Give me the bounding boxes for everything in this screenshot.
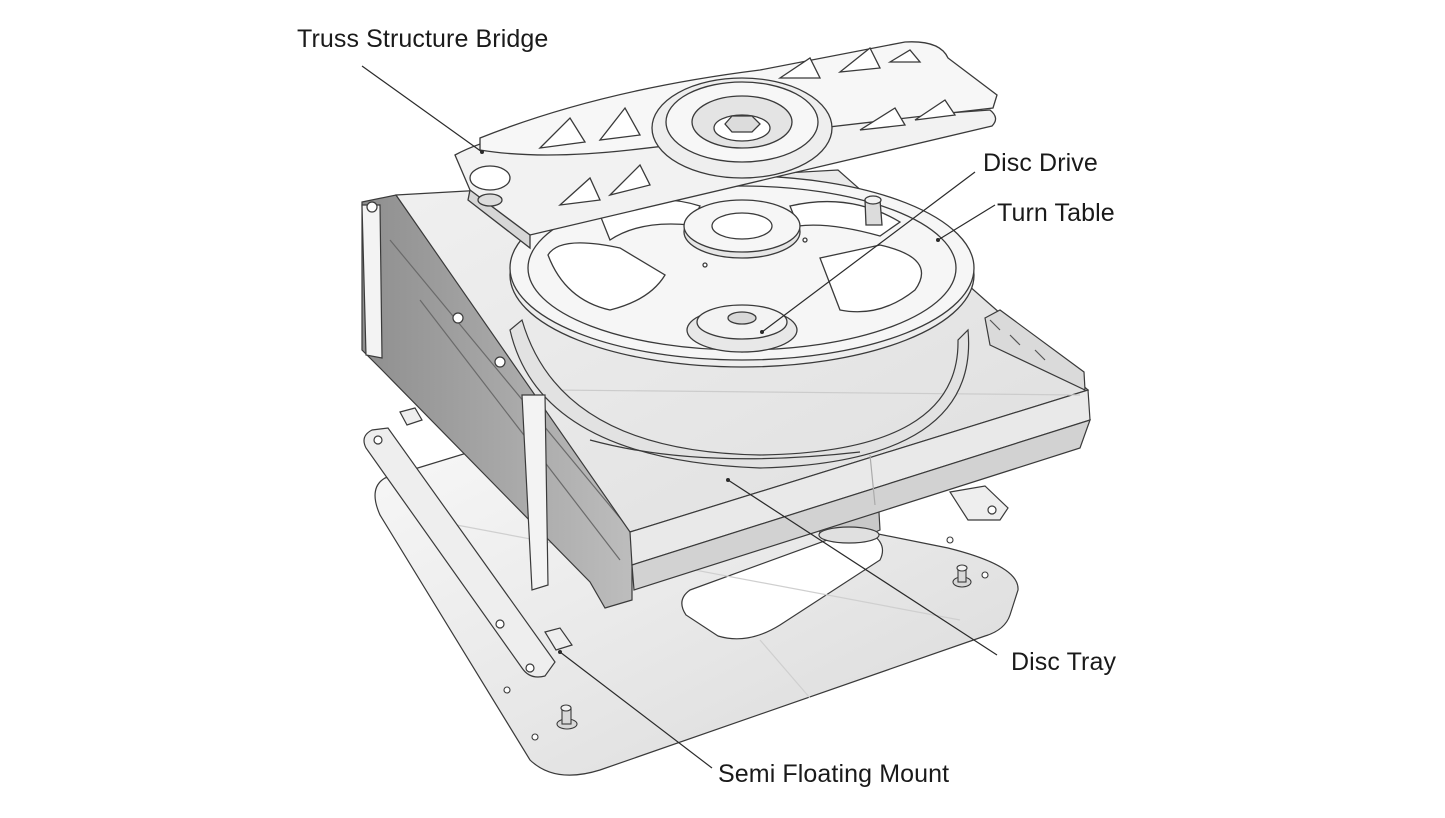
leader-turn-table [937,204,996,241]
mount-screws [503,536,989,741]
mount-rail-right [949,485,1009,521]
label-disc-drive: Disc Drive [983,149,1098,177]
label-turn-table: Turn Table [997,199,1115,227]
leader-floating-mount [559,651,713,769]
leader-disc-drive [761,171,976,333]
leader-disc-tray [727,479,998,656]
label-truss-structure-bridge: Truss Structure Bridge [297,25,549,53]
mount-rail-left [363,407,573,678]
turn-table [509,175,975,368]
truss-bridge [454,41,998,250]
label-disc-tray: Disc Tray [1011,648,1117,676]
leader-lines [361,65,998,769]
leader-endpoints [480,150,940,654]
leader-truss-bridge [361,65,483,153]
label-semi-floating-mount: Semi Floating Mount [718,760,950,788]
